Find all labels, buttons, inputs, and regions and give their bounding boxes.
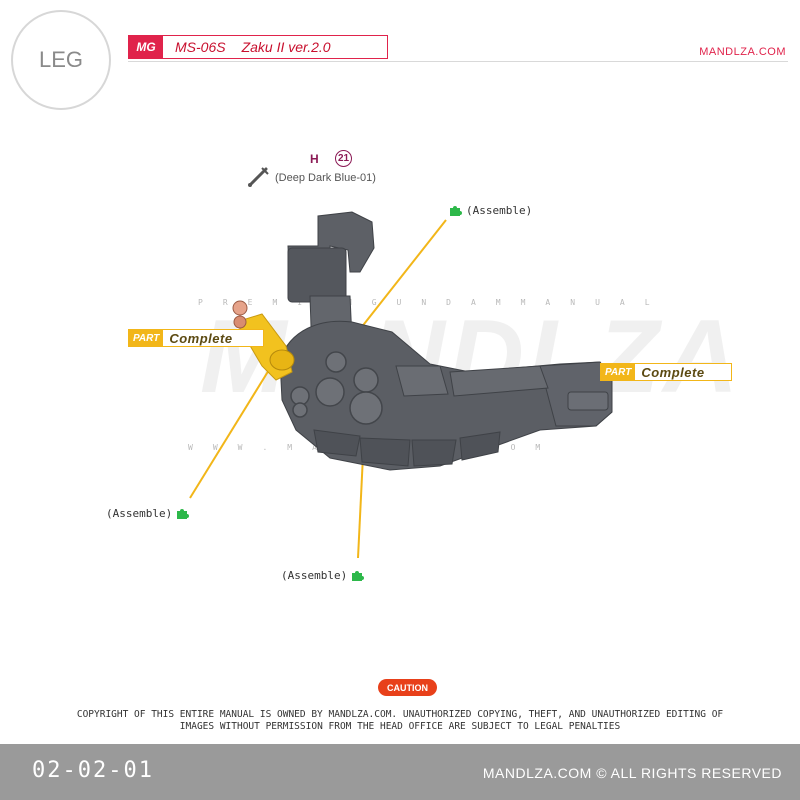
- part-tag: PART: [129, 330, 164, 346]
- brand-link[interactable]: MANDLZA.COM: [699, 46, 786, 58]
- section-badge: LEG: [11, 10, 111, 110]
- copyright-notice: COPYRIGHT OF THIS ENTIRE MANUAL IS OWNED…: [30, 709, 770, 733]
- leg-part: [279, 211, 613, 471]
- kit-name: Zaku II ver.2.0: [241, 39, 331, 55]
- assemble-text: (Assemble): [106, 507, 173, 520]
- puzzle-icon: [450, 206, 462, 216]
- copyright-line-2: IMAGES WITHOUT PERMISSION FROM THE HEAD …: [179, 721, 621, 732]
- part-complete-right: PART Complete: [600, 363, 732, 381]
- assemble-text: (Assemble): [466, 204, 533, 217]
- grade-badge: MG: [129, 36, 163, 58]
- caution-badge: CAUTION: [378, 679, 437, 696]
- assemble-label-top: (Assemble): [449, 204, 532, 217]
- part-complete-text: Complete: [641, 364, 705, 380]
- assemble-text: (Assemble): [281, 569, 348, 582]
- copyright-line-1: COPYRIGHT OF THIS ENTIRE MANUAL IS OWNED…: [76, 709, 724, 720]
- joint-circles: [290, 351, 383, 425]
- paint-code-letter: H: [310, 152, 319, 166]
- title-box: MG MS-06S Zaku II ver.2.0: [128, 35, 388, 59]
- section-label: LEG: [38, 47, 84, 72]
- assemble-label-left: (Assemble): [106, 507, 190, 520]
- part-complete-text: Complete: [169, 330, 233, 346]
- part-complete-left: PART Complete: [128, 329, 264, 347]
- part-tag: PART: [601, 364, 636, 380]
- puzzle-icon: [352, 571, 365, 581]
- assemble-label-bottom: (Assemble): [281, 569, 365, 582]
- brush-icon: [248, 167, 269, 187]
- puzzle-icon: [177, 509, 190, 519]
- header-divider: [128, 61, 788, 62]
- paint-color-name: (Deep Dark Blue-01): [275, 172, 376, 184]
- footer-bar: [0, 744, 800, 800]
- watermark-top-line: PREMIUMGUNDAMMANUAL: [198, 298, 670, 307]
- paint-code-number: 21: [335, 150, 352, 167]
- page-number: 02-02-01: [32, 758, 154, 783]
- model-number: MS-06S: [175, 39, 226, 55]
- rights-notice: MANDLZA.COM © ALL RIGHTS RESERVED: [482, 765, 782, 781]
- leader-line-left: [189, 364, 273, 499]
